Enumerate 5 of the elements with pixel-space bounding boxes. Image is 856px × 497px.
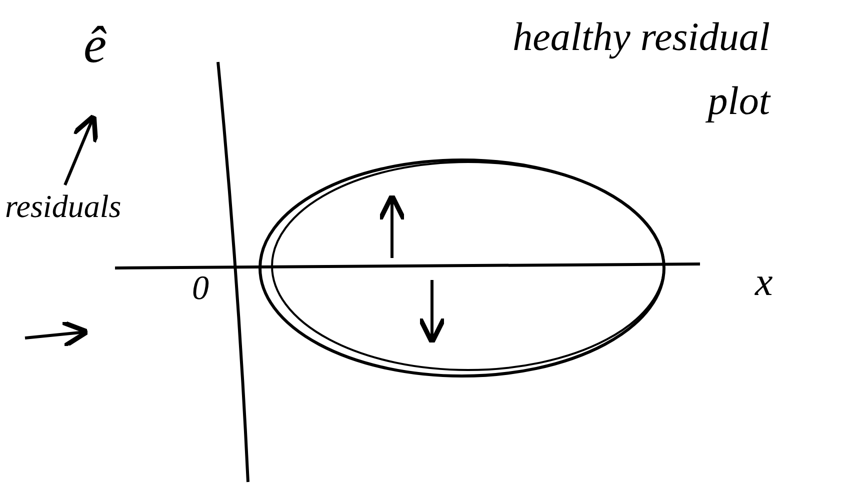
arrow xyxy=(64,113,98,186)
handwritten-label: residuals xyxy=(5,188,122,224)
handwritten-label: ê xyxy=(83,17,107,74)
handwritten-label: healthy residual plot xyxy=(512,14,770,123)
axis-label: x xyxy=(755,262,773,302)
